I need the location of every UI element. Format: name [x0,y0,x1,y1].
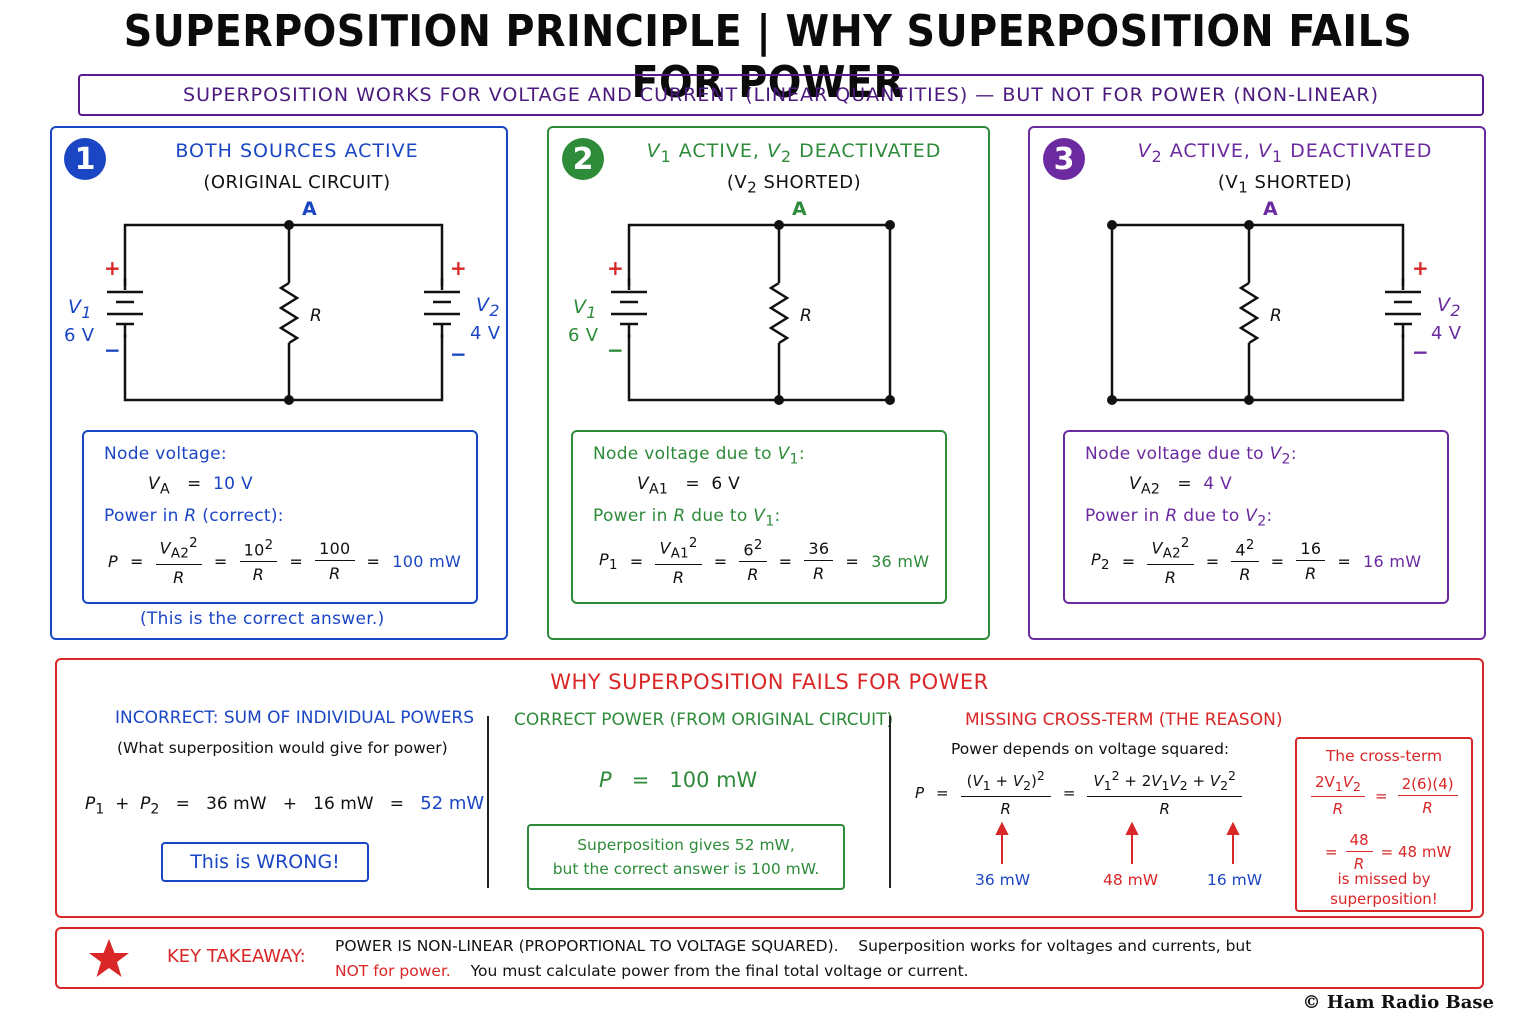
power-heading: Power in R due to V2: [1085,506,1273,530]
resistor-label: R [310,306,323,326]
resistor-label: R [800,306,813,326]
takeaway-line-1: POWER IS NON-LINEAR (PROPORTIONAL TO VOL… [335,937,1252,955]
term-arrows [995,822,1240,864]
v1-minus: − [104,338,121,362]
incorrect-title: INCORRECT: SUM OF INDIVIDUAL POWERS [115,708,475,728]
circuit1-diagram [107,220,464,405]
subtitle-banner: SUPERPOSITION WORKS FOR VOLTAGE AND CURR… [78,74,1484,116]
panel1-result-box: Node voltage: VA = 10 V Power in R (corr… [82,430,478,604]
term-value-3: 16 mW [1207,871,1263,889]
circuit3-diagram [1107,220,1425,405]
panel3-result-box: Node voltage due to V2: VA2 = 4 V Power … [1063,430,1449,604]
cross-term-note: is missed by superposition! [1330,870,1438,908]
correct-answer-note: (This is the correct answer.) [140,609,385,629]
circuit2-diagram [611,220,895,405]
v2-label: V2 [476,294,500,320]
node-a-label: A [792,198,808,220]
node-voltage-heading: Node voltage due to V2: [1085,444,1297,468]
incorrect-equation: P1 + P2 = 36 mW + 16 mW = 52 mW [85,793,485,818]
panel-v2-active: 3 V2 ACTIVE, V1 DEACTIVATED (V1 SHORTED)… [1028,126,1486,640]
cross-term-title: The cross-term [1325,747,1443,765]
panel3-subtitle: (V1 SHORTED) [1217,172,1353,197]
node-voltage-heading: Node voltage: [104,444,227,464]
v1-plus: + [607,256,624,280]
panel-both-sources: 1 BOTH SOURCES ACTIVE (ORIGINAL CIRCUIT) [50,126,508,640]
key-takeaway-section: KEY TAKEAWAY: POWER IS NON-LINEAR (PROPO… [55,927,1484,989]
v1-plus: + [104,256,121,280]
va1-equation: VA1 = 6 V [637,474,741,498]
divider-2 [889,716,891,888]
resistor-label: R [1270,306,1283,326]
va2-equation: VA2 = 4 V [1129,474,1233,498]
panel2-subtitle: (V2 SHORTED) [726,172,862,197]
panel2-result-box: Node voltage due to V1: VA1 = 6 V Power … [571,430,947,604]
divider-1 [487,716,489,888]
correct-power: P = 100 mW [599,768,758,792]
panel-v1-active: 2 V1 ACTIVE, V2 DEACTIVATED (V2 SHORTED)… [547,126,990,640]
why-fails-section: WHY SUPERPOSITION FAILS FOR POWER INCORR… [55,658,1484,918]
incorrect-subtitle: (What superposition would give for power… [117,739,448,757]
node-voltage-heading: Node voltage due to V1: [593,444,805,468]
v2-minus: − [1412,340,1429,364]
panel1-title: BOTH SOURCES ACTIVE [175,140,419,162]
v1-label: V1 [573,296,597,322]
copyright: © Ham Radio Base [1302,992,1494,1013]
v1-value: 6 V [64,325,95,346]
v2-minus: − [450,342,467,366]
power-heading: Power in R due to V1: [593,506,781,530]
v1-label: V1 [68,296,92,322]
va-equation: VA = 10 V [148,474,253,498]
correct-note-box: Superposition gives 52 mW, but the corre… [527,824,845,890]
v2-plus: + [1412,256,1429,280]
v2-value: 4 V [1431,323,1462,344]
page-title: SUPERPOSITION PRINCIPLE | WHY SUPERPOSIT… [123,6,1413,108]
term-value-1: 36 mW [975,871,1031,889]
panel2-title: V1 ACTIVE, V2 DEACTIVATED [646,140,942,166]
missing-subtitle: Power depends on voltage squared: [951,740,1230,758]
panel3-title: V2 ACTIVE, V1 DEACTIVATED [1137,140,1433,166]
step-3-badge: 3 [1043,138,1085,180]
power-heading: Power in R (correct): [104,506,284,526]
v1-minus: − [607,338,624,362]
v2-label: V2 [1437,294,1461,320]
v2-value: 4 V [470,323,501,344]
term-value-2: 48 mW [1103,871,1159,889]
correct-title: CORRECT POWER (FROM ORIGINAL CIRCUIT) [514,710,894,730]
takeaway-line-2: NOT for power. You must calculate power … [335,962,969,980]
star-icon [89,939,129,977]
missing-title: MISSING CROSS-TERM (THE REASON) [965,710,1283,730]
v2-plus: + [450,256,467,280]
panel1-subtitle: (ORIGINAL CIRCUIT) [203,172,391,193]
takeaway-label: KEY TAKEAWAY: [167,946,306,967]
fails-heading: WHY SUPERPOSITION FAILS FOR POWER [550,670,989,694]
node-a-label: A [302,198,318,220]
step-1-badge: 1 [64,138,106,180]
wrong-label: This is WRONG! [161,842,369,882]
v1-value: 6 V [568,325,599,346]
node-a-label: A [1263,198,1279,220]
step-2-badge: 2 [562,138,604,180]
